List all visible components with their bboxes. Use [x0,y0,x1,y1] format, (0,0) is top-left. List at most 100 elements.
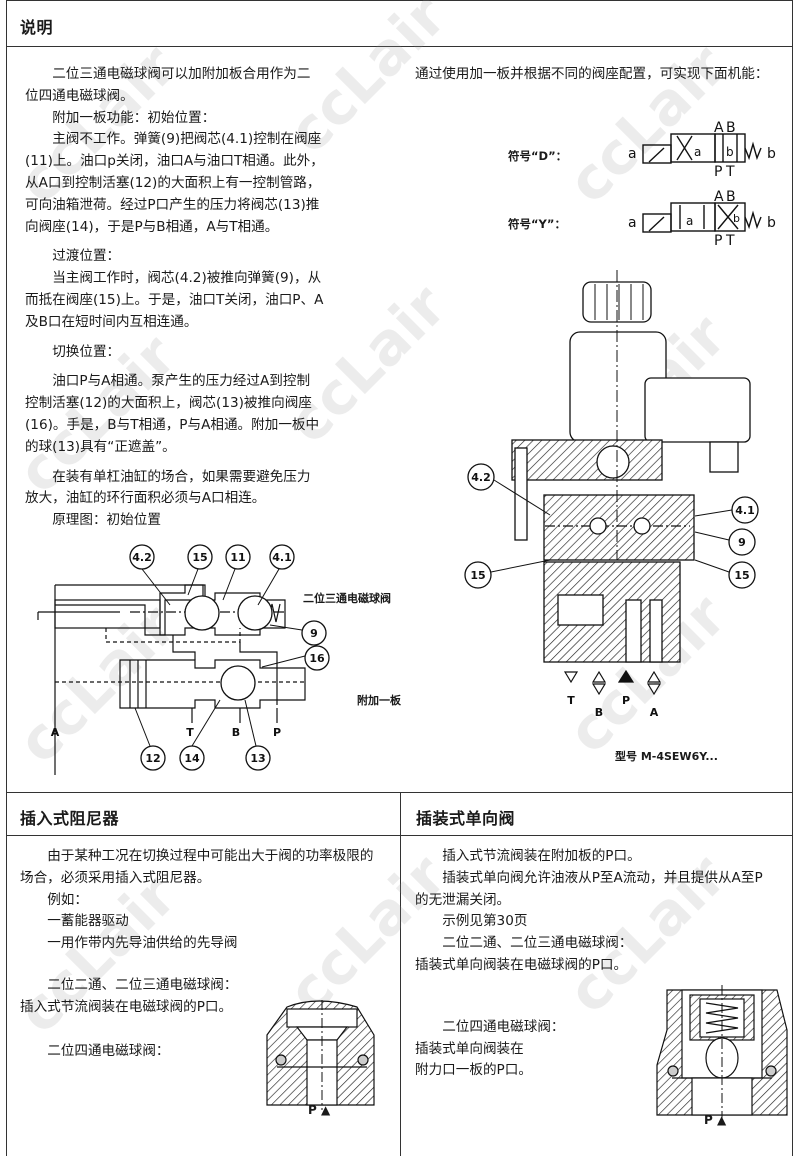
text-line: 例如： [47,891,88,908]
paragraph: 二位四通电磁球阀： 插装式单向阀装在附力口一板的P口。 [415,1017,763,1082]
port-label: B [595,706,603,719]
check-valve-port-label: P ▲ [704,1113,726,1127]
paragraph: 附加一板功能：初始位置： [25,108,324,130]
text-line: 主阀不工作。弹簧(9)把阀芯(4.1)控制在阀座 [52,131,322,148]
paragraph: 示例见第30页 [415,911,763,933]
text-line: 从A口到控制活塞(12)的大面积上有一控制管路， [25,174,321,191]
description-text: 二位三通电磁球阀可以加附加板合用作为二位四通电磁球阀。附加一板功能：初始位置：主… [25,64,324,532]
text-line: 油口P与A相通。泵产生的压力经过A到控制 [52,373,311,390]
text-line: 插入式节流阀装在电磁球阀的P口。 [20,998,233,1015]
text-line: (11)上。油口p关闭，油口A与油口T相通。此外， [25,153,324,170]
paragraph: 一用作带内先导油供给的先导阀 [20,933,373,955]
paragraph: 油口P与A相通。泵产生的压力经过A到控制控制活塞(12)的大面积上，阀芯(13)… [25,371,324,458]
plate-label: 附加一板 [357,694,401,707]
port-label: P [622,694,630,707]
paragraph: 二位二通、二位三通电磁球阀： 插入式节流阀装在电磁球阀的P口。 [20,975,373,1019]
text-line: 插入式节流阀装在附加板的P口。 [442,848,641,864]
text-line: 向阀座(14)，于是P与B相通，A与T相通。 [25,218,279,235]
symbol-d-port-t: T [725,164,735,180]
paragraph: 二位三通电磁球阀可以加附加板合用作为二位四通电磁球阀。 [25,64,324,108]
callout-label: 4.1 [735,504,755,517]
damper-text: 由于某种工况在切换过程中可能出大于阀的功率极限的场合，必须采用插入式阻尼器。例如… [20,846,373,1062]
paragraph: 插入式节流阀装在附加板的P口。 [415,846,763,868]
callout-label: 12 [145,752,160,765]
symbol-d-a: a [628,146,637,162]
text-line: 二位四通电磁球阀： [442,1018,565,1035]
paragraph: 二位二通、二位三通电磁球阀： 插装式单向阀装在电磁球阀的P口。 [415,933,763,977]
callout-label: 11 [230,551,245,564]
symbol-d-inner-b: b [726,145,734,159]
callout-label: 13 [250,752,265,765]
divider [6,835,793,836]
port-label: T [567,694,575,707]
text-line: (16)。手是，B与T相通，P与A相通。附加一板中 [25,416,320,433]
text-line: 而抵在阀座(15)上。于是，油口T关闭，油口P、A [25,291,324,308]
text-line: 示例见第30页 [442,913,528,930]
text-line: 插装式单向阀允许油液从P至A流动，并且提供从A至P [442,869,763,886]
divider [6,46,793,47]
paragraph: 当主阀工作时，阀芯(4.2)被推向弹簧(9)，从而抵在阀座(15)上。于是，油口… [25,268,324,333]
symbol-y-inner-b: b [733,212,740,225]
divider [6,792,793,793]
symbol-d-port-a: A [714,120,724,136]
port-label: T [186,726,194,739]
damper-drawing [266,1000,375,1110]
valve-label: 二位三通电磁球阀 [303,592,391,605]
callout-label: 15 [470,569,485,582]
pressure-triangle-icon: ▲ [320,1103,331,1117]
text-line: 过渡位置： [52,248,121,265]
valve-section-drawing: 4.2 4.1 9 15 15 T B P A [464,270,759,719]
text-line: 一用作带内先导油供给的先导阀 [47,935,238,952]
check-valve-drawing [656,985,788,1120]
symbol-y-a: a [628,215,637,231]
divider [6,0,793,1]
right-intro: 通过使用加一板并根据不同的阀座配置，可实现下面机能： [415,66,769,82]
port-label: A [650,706,659,719]
text-line: 插装式单向阀装在 [415,1040,524,1057]
symbol-y-port-b: B [726,189,736,205]
symbol-d-label: 符号“D”： [508,149,568,163]
symbol-y-b: b [767,215,776,231]
port-label: P [273,726,281,739]
text-line: 在装有单杠油缸的场合，如果需要避免压力 [52,468,311,485]
symbol-d-port-p: P [714,164,722,180]
symbol-y-label: 符号“Y”： [508,217,566,231]
callout-label: 9 [310,627,318,640]
text-line: 二位二通、二位三通电磁球阀： [47,976,238,993]
text-line: 由于某种工况在切换过程中可能出大于阀的功率极限的 [47,848,374,864]
column-divider [400,792,401,1156]
page-frame [6,0,793,1156]
text-line: 放大，油缸的环行面积必须与A口相连。 [25,490,266,507]
section-title-description: 说明 [20,18,54,37]
paragraph: 一蓄能器驱动 [20,911,373,933]
port-p: P [308,1103,317,1117]
paragraph: 在装有单杠油缸的场合，如果需要避免压力放大，油缸的环行面积必须与A口相连。 [25,467,324,511]
callout-label: 15 [192,551,207,564]
callout-label: 9 [738,536,746,549]
text-line: 控制活塞(12)的大面积上，阀芯(13)被推向阀座 [25,395,312,412]
paragraph: 过渡位置： [25,246,324,268]
paragraph: 由于某种工况在切换过程中可能出大于阀的功率极限的场合，必须采用插入式阻尼器。 [20,846,373,890]
paragraph: 切换位置： [25,342,324,364]
text-line: 二位四通电磁球阀： [47,1042,170,1059]
port-p: P [704,1113,713,1127]
text-line: 二位二通、二位三通电磁球阀： [442,935,633,952]
paragraph: 主阀不工作。弹簧(9)把阀芯(4.1)控制在阀座 (11)上。油口p关闭，油口A与… [25,129,324,238]
text-line: 可向油箱泄荷。经过P口产生的压力将阀芯(13)推 [25,196,320,213]
callout-label: 16 [309,652,325,665]
text-line: 原理图：初始位置 [52,512,161,529]
paragraph: 例如： [20,890,373,912]
text-line: 一蓄能器驱动 [47,913,129,930]
text-line: 插装式单向阀装在电磁球阀的P口。 [415,956,628,973]
symbol-y-inner-a: a [686,214,693,228]
symbol-y-port-t: T [725,233,735,249]
section-title-damper: 插入式阻尼器 [20,809,120,828]
symbol-d-port-b: B [726,120,736,136]
principle-schematic: 4.2 15 11 4.1 9 16 12 14 13 A T B P [37,544,330,775]
text-line: 场合，必须采用插入式阻尼器。 [20,869,211,886]
port-label: A [51,726,60,739]
callout-label: 4.2 [471,471,491,484]
text-line: 附力口一板的P口。 [415,1062,532,1079]
text-line: 的球(13)具有“正遮盖”。 [25,438,176,455]
